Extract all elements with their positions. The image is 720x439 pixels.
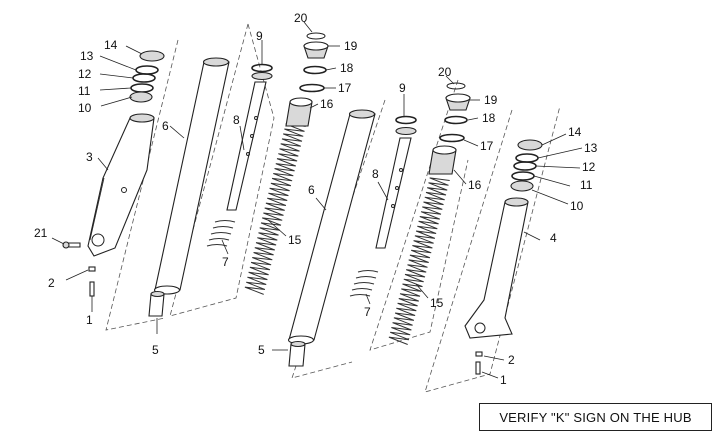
- stanchion-tube-left: [153, 57, 230, 295]
- label-part-13-left: 13: [80, 49, 94, 63]
- spacer-cap-right: [428, 82, 471, 175]
- seal-stack-left: [129, 50, 165, 103]
- label-part-6-left: 6: [162, 119, 169, 133]
- label-part-11-right: 11: [580, 178, 593, 192]
- label-part-17-right: 17: [480, 139, 494, 153]
- bush-right: [288, 340, 306, 367]
- damper-rod-left: [226, 81, 267, 211]
- label-part-19-right: 19: [484, 93, 498, 107]
- stanchion-tube-right: [287, 109, 376, 345]
- label-part-16-left: 16: [320, 97, 334, 111]
- label-part-8-left: 8: [233, 113, 240, 127]
- short-spring-left: [206, 220, 236, 247]
- label-part-2-right: 2: [508, 353, 515, 367]
- rod-rings-right: [395, 115, 417, 136]
- part-labels: 1 2 3 21 10 11 12 13 14 6 5 7 8 9 15 16 …: [34, 11, 598, 387]
- label-part-2-left: 2: [48, 276, 55, 290]
- label-part-15-right: 15: [430, 296, 444, 310]
- screw-right: [475, 351, 483, 375]
- screw-left: [62, 241, 96, 297]
- rod-rings-left: [251, 63, 273, 81]
- label-part-13-right: 13: [584, 141, 598, 155]
- seal-stack-right: [510, 139, 543, 192]
- fork-slider-left: [87, 113, 155, 257]
- label-part-3: 3: [86, 150, 93, 164]
- label-part-5-right: 5: [258, 343, 265, 357]
- label-part-4: 4: [550, 231, 557, 245]
- label-part-20-right: 20: [438, 65, 452, 79]
- label-part-17-left: 17: [338, 81, 352, 95]
- leader-lines: [51, 21, 583, 379]
- label-part-21: 21: [34, 226, 48, 240]
- label-part-14-left: 14: [104, 38, 118, 52]
- label-part-19-left: 19: [344, 39, 358, 53]
- label-part-1-left: 1: [86, 313, 93, 327]
- label-part-9-right: 9: [399, 81, 406, 95]
- label-part-12-right: 12: [582, 160, 596, 174]
- main-spring-right: [388, 177, 450, 345]
- label-part-1-right: 1: [500, 373, 507, 387]
- label-part-11-left: 11: [78, 84, 91, 98]
- short-spring-right: [349, 270, 379, 297]
- spacer-cap-left: [285, 32, 329, 127]
- label-part-10-right: 10: [570, 199, 584, 213]
- label-part-6-right: 6: [308, 183, 315, 197]
- label-part-8-right: 8: [372, 167, 379, 181]
- label-part-18-left: 18: [340, 61, 354, 75]
- label-part-16-right: 16: [468, 178, 482, 192]
- label-part-10-left: 10: [78, 101, 92, 115]
- hub-note-box: VERIFY "K" SIGN ON THE HUB: [479, 403, 712, 431]
- label-part-9-left: 9: [256, 29, 263, 43]
- fork-slider-right: [464, 197, 529, 339]
- damper-rod-right: [375, 137, 412, 249]
- label-part-5-left: 5: [152, 343, 159, 357]
- label-part-20-left: 20: [294, 11, 308, 25]
- label-part-15-left: 15: [288, 233, 302, 247]
- main-spring-left: [244, 123, 306, 295]
- label-part-14-right: 14: [568, 125, 582, 139]
- label-part-12-left: 12: [78, 67, 92, 81]
- label-part-7-right: 7: [364, 305, 371, 319]
- label-part-18-right: 18: [482, 111, 496, 125]
- bush-left: [148, 290, 165, 317]
- label-part-7-left: 7: [222, 255, 229, 269]
- hub-note-text: VERIFY "K" SIGN ON THE HUB: [499, 409, 692, 425]
